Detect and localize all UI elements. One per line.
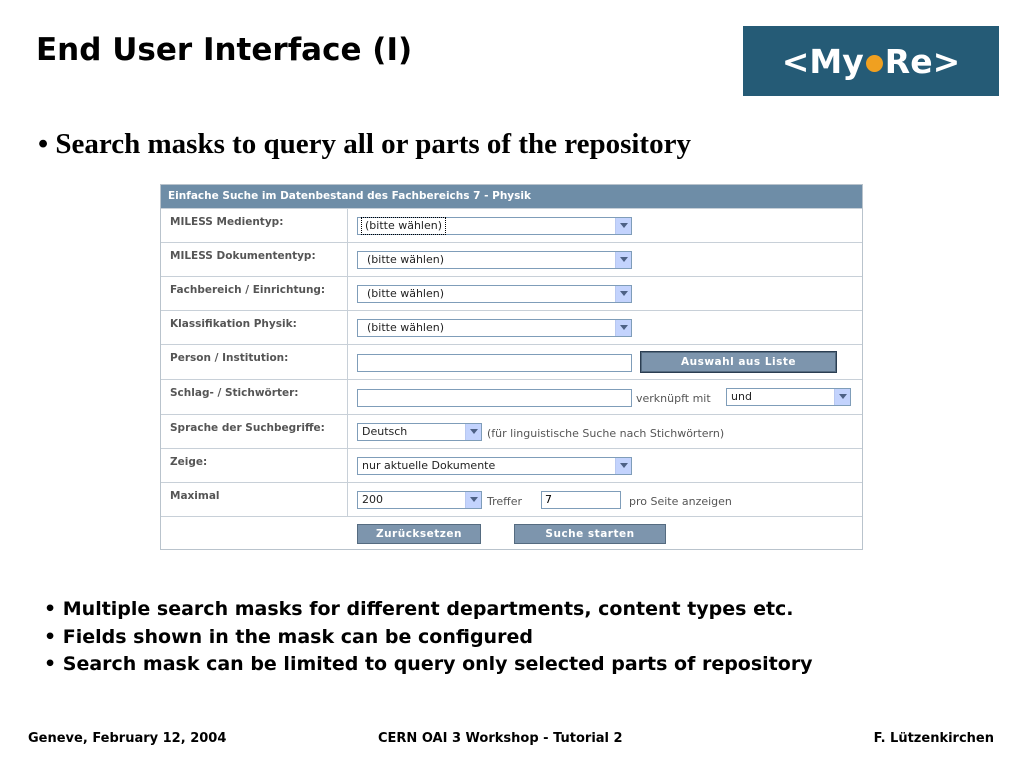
row-person: Person / Institution: Auswahl aus Liste (161, 344, 862, 379)
row-maximal: Maximal 200 Treffer 7 pro Seite anzeigen (161, 482, 862, 516)
logo-dot-icon (865, 54, 883, 72)
bullet-item: • Search mask can be limited to query on… (44, 653, 813, 675)
slide-title: End User Interface (I) (36, 32, 413, 68)
row-fachbereich: Fachbereich / Einrichtung: (bitte wählen… (161, 276, 862, 310)
label-klassifikation: Klassifikation Physik: (161, 311, 348, 344)
per-page-label: pro Seite anzeigen (629, 495, 732, 508)
label-dokumententyp: MILESS Dokumententyp: (161, 243, 348, 276)
klassifikation-select[interactable]: (bitte wählen) (357, 319, 632, 337)
form-header: Einfache Suche im Datenbestand des Fachb… (161, 185, 862, 208)
verknuepft-select[interactable]: und (726, 388, 851, 406)
chevron-down-icon[interactable] (834, 389, 850, 405)
chevron-down-icon[interactable] (615, 252, 631, 268)
search-button[interactable]: Suche starten (514, 524, 666, 544)
chevron-down-icon[interactable] (465, 492, 481, 508)
dokumententyp-select[interactable]: (bitte wählen) (357, 251, 632, 269)
logo-text-right: Re> (884, 41, 961, 81)
person-input[interactable] (357, 354, 632, 372)
label-zeige: Zeige: (161, 449, 348, 482)
zeige-select[interactable]: nur aktuelle Dokumente (357, 457, 632, 475)
medientyp-select[interactable]: (bitte wählen) (357, 217, 632, 235)
footer-author: F. Lützenkirchen (873, 731, 994, 746)
zeige-select-value: nur aktuelle Dokumente (362, 459, 496, 472)
verknuepft-select-value: und (731, 390, 752, 403)
auswahl-aus-liste-button[interactable]: Auswahl aus Liste (640, 351, 837, 373)
row-sprache: Sprache der Suchbegriffe: Deutsch (für l… (161, 414, 862, 448)
bullet-item: • Fields shown in the mask can be config… (44, 625, 533, 648)
maximal-select-value: 200 (362, 493, 383, 506)
search-form: Einfache Suche im Datenbestand des Fachb… (160, 184, 863, 550)
label-maximal: Maximal (161, 483, 348, 516)
reset-button[interactable]: Zurücksetzen (357, 524, 481, 544)
treffer-label: Treffer (487, 495, 523, 508)
schlagwoerter-input[interactable] (357, 389, 632, 407)
row-schlagwoerter: Schlag- / Stichwörter: verknüpft mit und (161, 379, 862, 414)
row-buttons: Zurücksetzen Suche starten (161, 516, 862, 549)
sprache-select[interactable]: Deutsch (357, 423, 482, 441)
chevron-down-icon[interactable] (615, 458, 631, 474)
chevron-down-icon[interactable] (615, 286, 631, 302)
verknuepft-label: verknüpft mit (636, 392, 711, 405)
chevron-down-icon[interactable] (465, 424, 481, 440)
label-medientyp: MILESS Medientyp: (161, 209, 348, 242)
fachbereich-select[interactable]: (bitte wählen) (357, 285, 632, 303)
medientyp-select-value: (bitte wählen) (360, 217, 447, 235)
dokumententyp-select-value: (bitte wählen) (367, 253, 445, 266)
bullet-list: • Multiple search masks for different de… (44, 596, 813, 679)
row-klassifikation: Klassifikation Physik: (bitte wählen) (161, 310, 862, 344)
logo-text-left: <My (781, 41, 864, 81)
sprache-select-value: Deutsch (362, 425, 408, 438)
label-schlagwoerter: Schlag- / Stichwörter: (161, 380, 348, 414)
slide-subtitle: • Search masks to query all or parts of … (38, 128, 691, 160)
row-zeige: Zeige: nur aktuelle Dokumente (161, 448, 862, 482)
bullet-item: • Multiple search masks for different de… (44, 598, 794, 620)
footer-date: Geneve, February 12, 2004 (28, 731, 227, 746)
label-person: Person / Institution: (161, 345, 348, 379)
per-page-input[interactable]: 7 (541, 491, 621, 509)
chevron-down-icon[interactable] (615, 218, 631, 234)
maximal-select[interactable]: 200 (357, 491, 482, 509)
klassifikation-select-value: (bitte wählen) (367, 321, 445, 334)
label-fachbereich: Fachbereich / Einrichtung: (161, 277, 348, 310)
chevron-down-icon[interactable] (615, 320, 631, 336)
row-dokumententyp: MILESS Dokumententyp: (bitte wählen) (161, 242, 862, 276)
label-sprache: Sprache der Suchbegriffe: (161, 415, 348, 448)
row-medientyp: MILESS Medientyp: (bitte wählen) (161, 208, 862, 242)
fachbereich-select-value: (bitte wählen) (367, 287, 445, 300)
mycore-logo: <My Re> (743, 26, 999, 96)
sprache-note: (für linguistische Suche nach Stichwörte… (487, 427, 725, 440)
footer-event: CERN OAI 3 Workshop - Tutorial 2 (378, 731, 623, 746)
